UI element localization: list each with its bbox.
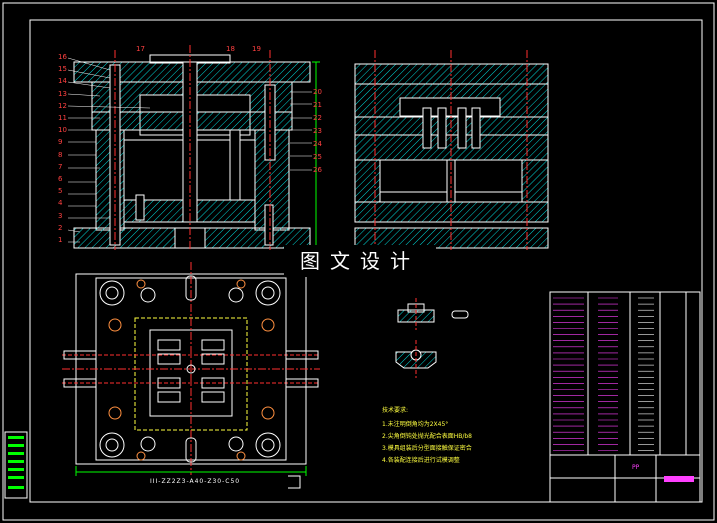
part-number-label: 25 [313, 153, 322, 161]
part-number-label: 1 [58, 236, 63, 244]
tech-note: 1.未注明倒角均为2X45° [382, 421, 449, 428]
watermark-banner: 图文设计 [284, 245, 436, 277]
side-section-view [354, 50, 549, 250]
tech-note: 4.各装配连接后进行试模调整 [382, 457, 460, 464]
detail-views [395, 298, 469, 378]
part-number-label: 20 [313, 88, 322, 96]
tech-note: 2.尖角倒钝处抛光配合表面HB/b8 [382, 433, 473, 440]
part-number-label: 3 [58, 211, 63, 220]
tech-requirements-title: 技术要求: [382, 407, 409, 414]
drawing-code: III-ZZ2Z3-A40-Z30-C50 [150, 478, 241, 485]
part-number-label: 11 [58, 114, 67, 122]
part-number-label: 17 [136, 45, 145, 53]
part-number-label: 8 [58, 150, 63, 159]
part-number-label: 13 [58, 89, 67, 98]
tech-note: 3.模具组装后分型面接触保证密合 [382, 445, 472, 452]
parts-list-rows [553, 297, 654, 451]
part-number-label: 4 [58, 199, 63, 208]
part-number-label: 24 [313, 140, 322, 148]
front-section-view [73, 45, 320, 250]
leader-lines [67, 57, 312, 243]
part-number-label: 15 [58, 65, 67, 74]
revision-strip [4, 431, 28, 499]
part-number-label: 26 [313, 166, 322, 174]
part-number-label: 19 [252, 45, 261, 53]
part-number-label: 6 [58, 175, 63, 183]
part-number-label: 7 [58, 162, 63, 171]
part-number-label: 18 [226, 45, 235, 53]
inner-frame [29, 19, 703, 503]
part-number-label: 2 [58, 223, 63, 232]
part-number-label: 9 [58, 138, 63, 147]
title-block-label: PP [632, 464, 640, 471]
parts-list [549, 291, 701, 503]
part-number-label: 5 [58, 187, 63, 196]
part-number-label: 14 [58, 77, 67, 86]
part-number-label: 12 [58, 101, 67, 110]
plan-view [62, 262, 320, 489]
part-number-label: 21 [313, 101, 322, 109]
part-number-label: 23 [313, 127, 322, 135]
part-number-label: 22 [313, 114, 322, 122]
part-number-label: 16 [58, 53, 67, 61]
part-number-label: 10 [58, 126, 67, 135]
